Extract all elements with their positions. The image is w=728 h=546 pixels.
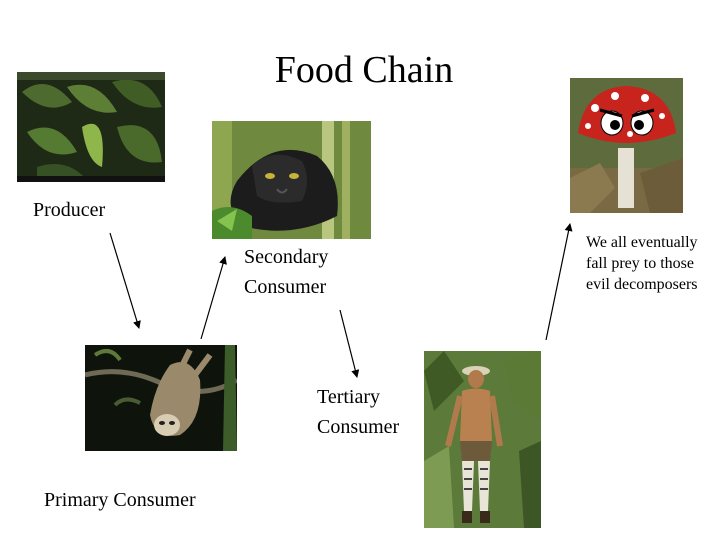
tertiary-consumer-label: Tertiary Consumer [317, 386, 400, 438]
primary-consumer-label: Primary Consumer [44, 489, 196, 511]
slide-title: Food Chain [274, 49, 454, 91]
secondary-consumer-label: Secondary Consumer [244, 246, 329, 298]
arrow-producer-to-primary [109, 232, 141, 329]
producer-label: Producer [33, 199, 106, 221]
decomposer-note: We all eventually fall prey to those evi… [586, 234, 698, 293]
arrow-secondary-to-tertiary [339, 309, 360, 378]
arrow-tertiary-to-decomposer [545, 223, 573, 341]
producer-leaves-photo [17, 72, 165, 182]
secondary-panther-photo [212, 121, 371, 239]
tertiary-man-photo [424, 351, 541, 528]
primary-sloth-photo [85, 345, 237, 451]
arrow-primary-to-secondary [200, 256, 227, 340]
decomposer-mushroom-photo [570, 78, 683, 213]
